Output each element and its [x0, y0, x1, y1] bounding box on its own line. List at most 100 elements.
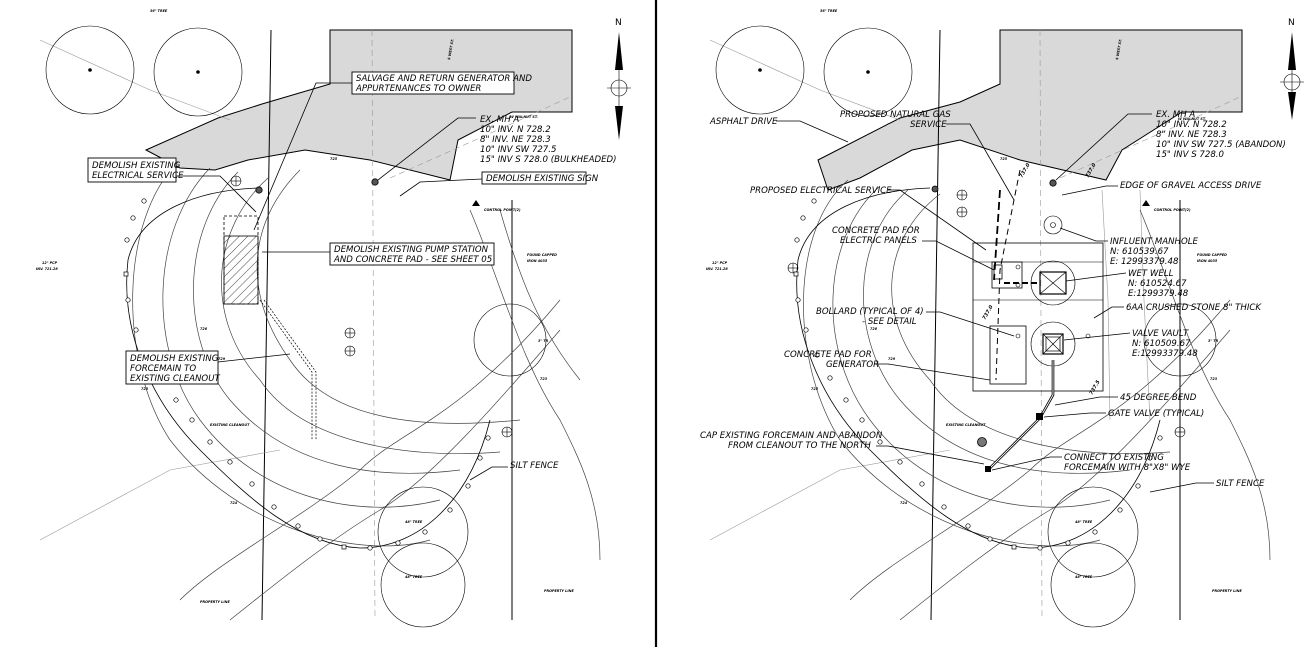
- proposed-plan: 723 726 729 725 724 723 36" TREE 48" TRE…: [700, 9, 1304, 628]
- contour-line: [832, 185, 1111, 508]
- contour-line: [162, 167, 441, 508]
- contour-label: 729: [888, 357, 896, 361]
- leader-line: [1059, 227, 1108, 242]
- contour-label: 726: [200, 327, 208, 331]
- tree-label: 48" TREE: [405, 520, 423, 524]
- contour-label: 723: [540, 377, 548, 381]
- cleanout-label: EXISTING CLEANOUT: [946, 423, 986, 427]
- control-point-label: CONTROL POINT(2): [1154, 208, 1191, 212]
- leader-line: [1149, 482, 1214, 493]
- pipe-label: 12" PCP: [712, 261, 728, 265]
- contour-line: [469, 209, 601, 561]
- contour-line: [132, 161, 431, 547]
- generator-pad: [989, 325, 1027, 385]
- contour-line: [193, 171, 461, 474]
- leader-line: [377, 117, 476, 181]
- contour-label: 729: [218, 357, 226, 361]
- tree-label: 48" TREE: [1075, 520, 1093, 524]
- tree-label: 48" TREE: [405, 575, 423, 579]
- leader-line: [926, 311, 1015, 337]
- tree-label: 36" TREE: [150, 9, 168, 13]
- tree-canopy: [1143, 303, 1217, 377]
- callout-mh-line5: 15" INV S 728.0: [1156, 150, 1225, 160]
- gravel-drive-edge: [1139, 189, 1151, 421]
- callout-box: [481, 171, 587, 185]
- existing-manhole-a: [371, 178, 379, 186]
- silt-fence-stakes: [793, 198, 1163, 551]
- north-arrow-icon: N: [607, 18, 631, 140]
- north-arrow-icon: N: [1280, 18, 1304, 120]
- callout-salvage-line1: SALVAGE AND RETURN GENERATOR AND: [356, 74, 532, 84]
- lot-line-north: [709, 39, 901, 121]
- electric-panel: [993, 264, 1003, 280]
- leader-line: [469, 466, 508, 481]
- callout-fm-line2: FORCEMAIN TO: [130, 364, 196, 374]
- callout-wet-line2: N: 610524.67: [1128, 279, 1187, 289]
- contour-line: [221, 177, 501, 454]
- tree-trunk: [196, 70, 200, 74]
- utility-pole-icon: [787, 262, 799, 274]
- callout-bend: 45 DEGREE BEND: [1120, 393, 1197, 403]
- callout-gas-line2: SERVICE: [910, 120, 947, 130]
- cleanout-label: EXISTING CLEANOUT: [210, 423, 250, 427]
- centerline-dashed: [371, 29, 376, 621]
- tree-canopy: [1047, 486, 1139, 578]
- callout-pad-panels-line2: ELECTRIC PANELS: [840, 236, 917, 246]
- proposed-electrical-service: [993, 189, 1001, 281]
- callout-silt: SILT FENCE: [510, 461, 559, 471]
- electrical-service-point: [255, 186, 263, 194]
- wet-well: [1039, 271, 1067, 295]
- callout-pad-gen-line2: GENERATOR: [826, 360, 879, 370]
- callout-stone: 6AA CRUSHED STONE 8" THICK: [1126, 303, 1262, 313]
- contour-label: 723: [811, 387, 819, 391]
- tree-trunk: [758, 68, 762, 72]
- proposed-forcemain: [987, 360, 1055, 471]
- utility-pole-icon: [1174, 426, 1186, 438]
- paved-road-area: [817, 29, 1243, 191]
- street-label: W WALNUT ST.: [510, 115, 538, 119]
- callout-elec: PROPOSED ELECTRICAL SERVICE: [750, 186, 892, 196]
- callout-valve-line3: E:12993379.48: [1132, 349, 1198, 359]
- iron-label: FOUND CAPPED: [527, 253, 557, 257]
- contour-line: [499, 209, 581, 381]
- leader-line: [1054, 396, 1118, 406]
- callout-mh-line3: 8" INV. NE 728.3: [1156, 130, 1227, 140]
- callout-influent-line1: INFLUENT MANHOLE: [1110, 237, 1199, 247]
- leader-line: [874, 363, 991, 381]
- bollard: [1085, 333, 1091, 339]
- demolition-plan: 723 726 729 725 724 723 36" TREE 48" TRE…: [36, 9, 631, 628]
- iron-label: IRON 4035: [1197, 259, 1218, 263]
- wye-connection: [985, 466, 991, 472]
- callout-pump-line1: DEMOLISH EXISTING PUMP STATION: [334, 245, 489, 255]
- callout-asphalt: ASPHALT DRIVE: [709, 117, 778, 127]
- gate-valve: [1036, 413, 1043, 420]
- silt-fence-line: [796, 187, 1161, 549]
- callout-valve-line2: N: 610509.67: [1132, 339, 1191, 349]
- spot-elevation: 737.0: [1019, 162, 1032, 179]
- tree-trunk: [88, 68, 92, 72]
- callout-connect-line2: FORCEMAIN WITH 8"X8" WYE: [1064, 463, 1191, 473]
- valve-vault-cross: [1042, 333, 1064, 355]
- electrical-service-point: [931, 185, 939, 193]
- contour-line: [1139, 209, 1271, 561]
- property-line-west: [261, 29, 272, 621]
- leader-line: [1055, 113, 1152, 181]
- contour-label: 723: [141, 387, 149, 391]
- electric-panel-pad: [991, 261, 1023, 289]
- spot-elevation: 737.5: [1089, 379, 1102, 396]
- contour-line: [891, 193, 1171, 454]
- tree-label: 3" TR: [1208, 339, 1219, 343]
- property-line-label: PROPERTY LINE: [544, 589, 574, 593]
- leader-line: [922, 240, 995, 271]
- tree-canopy: [1050, 542, 1136, 628]
- contour-label: 723: [1210, 377, 1218, 381]
- leader-line: [1065, 272, 1127, 282]
- crushed-stone-pad: [972, 242, 1104, 392]
- callout-sign: DEMOLISH EXISTING SIGN: [486, 174, 599, 184]
- leader-line: [399, 178, 483, 197]
- proposed-forcemain-core: [987, 360, 1054, 471]
- iron-label: FOUND CAPPED: [1197, 253, 1227, 257]
- control-point-label: CONTROL POINT(2): [484, 208, 521, 212]
- callout-gravel: EDGE OF GRAVEL ACCESS DRIVE: [1120, 181, 1262, 191]
